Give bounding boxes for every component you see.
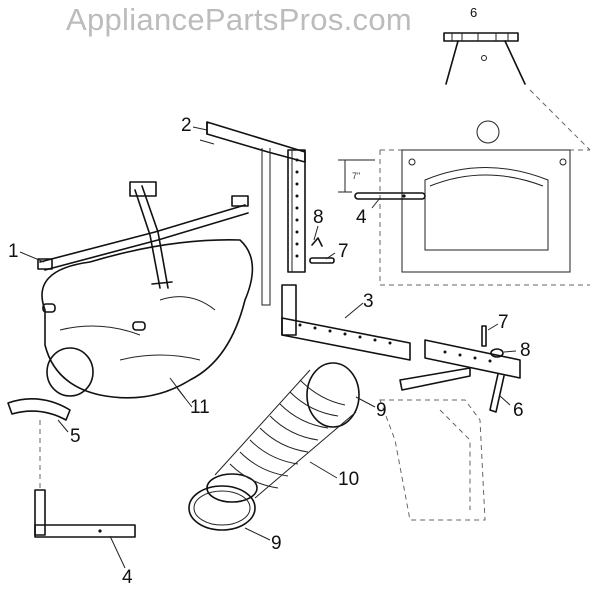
bracket-holes [295, 158, 299, 258]
callout-8-lower: 8 [520, 340, 531, 361]
floor-bracket [34, 420, 136, 538]
callout-6-upper: 6 [470, 5, 478, 20]
lower-mounting-bracket [379, 325, 521, 521]
leader-lines [19, 126, 517, 569]
callout-8-upper: 8 [313, 207, 324, 228]
callout-5: 5 [70, 426, 81, 447]
callout-4-lower: 4 [122, 567, 133, 588]
hose-clamp-shell [7, 398, 71, 421]
callout-3: 3 [363, 291, 374, 312]
support-rod [354, 192, 426, 200]
horizontal-bracket [281, 284, 411, 361]
oven-cabinet-outline [338, 120, 590, 286]
callout-9-upper: 9 [376, 400, 387, 421]
callout-9-lower: 9 [271, 533, 282, 554]
callout-4-upper: 4 [356, 207, 367, 228]
flexible-duct [188, 362, 360, 531]
vertical-bracket [199, 121, 306, 306]
callout-7-lower: 7 [498, 312, 509, 333]
dimension-note: 7" [352, 171, 361, 181]
callout-11: 11 [190, 397, 210, 418]
cross-frame [37, 181, 249, 289]
watermark: AppliancePartsPros.com [66, 2, 413, 37]
callout-10: 10 [338, 469, 360, 490]
callout-2: 2 [181, 115, 192, 136]
callout-1: 1 [8, 241, 19, 262]
upper-mounting-bracket [443, 32, 591, 151]
callout-6-lower: 6 [513, 400, 524, 421]
collection-bag [41, 239, 254, 399]
callout-7-upper: 7 [338, 241, 349, 262]
clip-and-pin-upper [309, 237, 335, 264]
